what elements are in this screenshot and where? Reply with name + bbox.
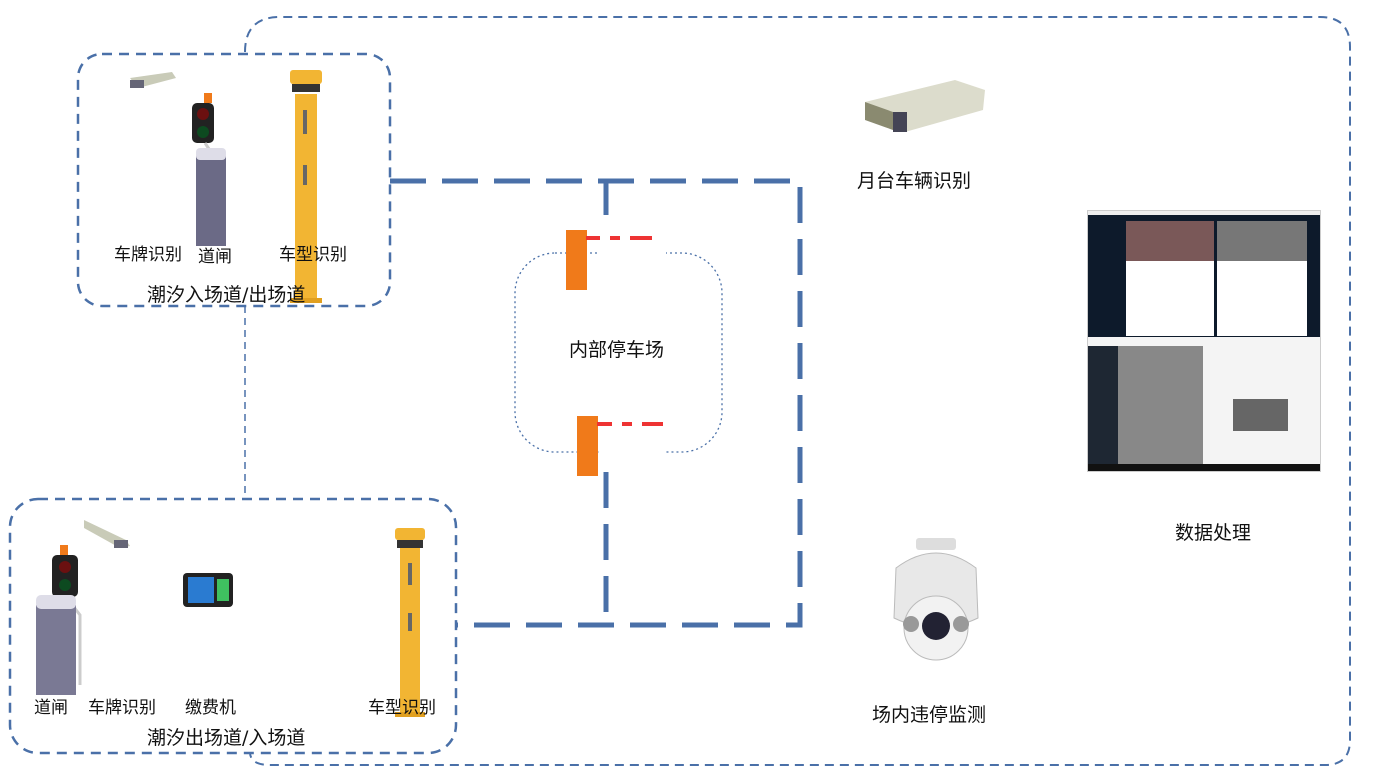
device-label-vehicle-type: 车型识别 bbox=[279, 245, 347, 265]
device-label-vehicle-type: 车型识别 bbox=[368, 698, 436, 718]
platform-title: 月台车辆识别 bbox=[857, 170, 972, 192]
lpr-camera-icon bbox=[84, 520, 130, 548]
device-label-kiosk: 缴费机 bbox=[185, 698, 236, 718]
entry-zone-border bbox=[76, 52, 392, 308]
dome-camera-icon bbox=[893, 538, 979, 661]
exit-zone-title: 潮汐出场道/入场道 bbox=[147, 727, 306, 749]
barrier-gate-icon bbox=[566, 229, 666, 290]
lpr-camera-icon bbox=[130, 72, 176, 88]
barrier-gate-box-icon bbox=[196, 148, 226, 246]
device-label-lpr: 车牌识别 bbox=[114, 245, 182, 265]
device-label-lpr: 车牌识别 bbox=[88, 698, 156, 718]
software-screenshot bbox=[1087, 210, 1321, 472]
device-label-gate: 道闸 bbox=[198, 247, 232, 267]
parking-area bbox=[514, 252, 723, 453]
barrier-gate-icon bbox=[577, 415, 666, 476]
traffic-light-icon bbox=[52, 545, 82, 685]
payment-kiosk-icon bbox=[183, 573, 233, 607]
entry-zone-title: 潮汐入场道/出场道 bbox=[147, 284, 306, 306]
barrier-gate-box-icon bbox=[36, 595, 76, 695]
exit-zone-border bbox=[8, 497, 458, 755]
box-camera-icon bbox=[865, 80, 985, 132]
data-processing-title: 数据处理 bbox=[1175, 522, 1252, 544]
system-boundary bbox=[244, 16, 1351, 766]
monitoring-title: 场内违停监测 bbox=[872, 704, 987, 726]
vehicle-type-pillar-icon bbox=[395, 528, 425, 717]
vehicle-route bbox=[390, 178, 803, 628]
device-label-gate: 道闸 bbox=[34, 698, 68, 718]
parking-title: 内部停车场 bbox=[569, 339, 665, 361]
vehicle-type-pillar-icon bbox=[290, 70, 322, 303]
